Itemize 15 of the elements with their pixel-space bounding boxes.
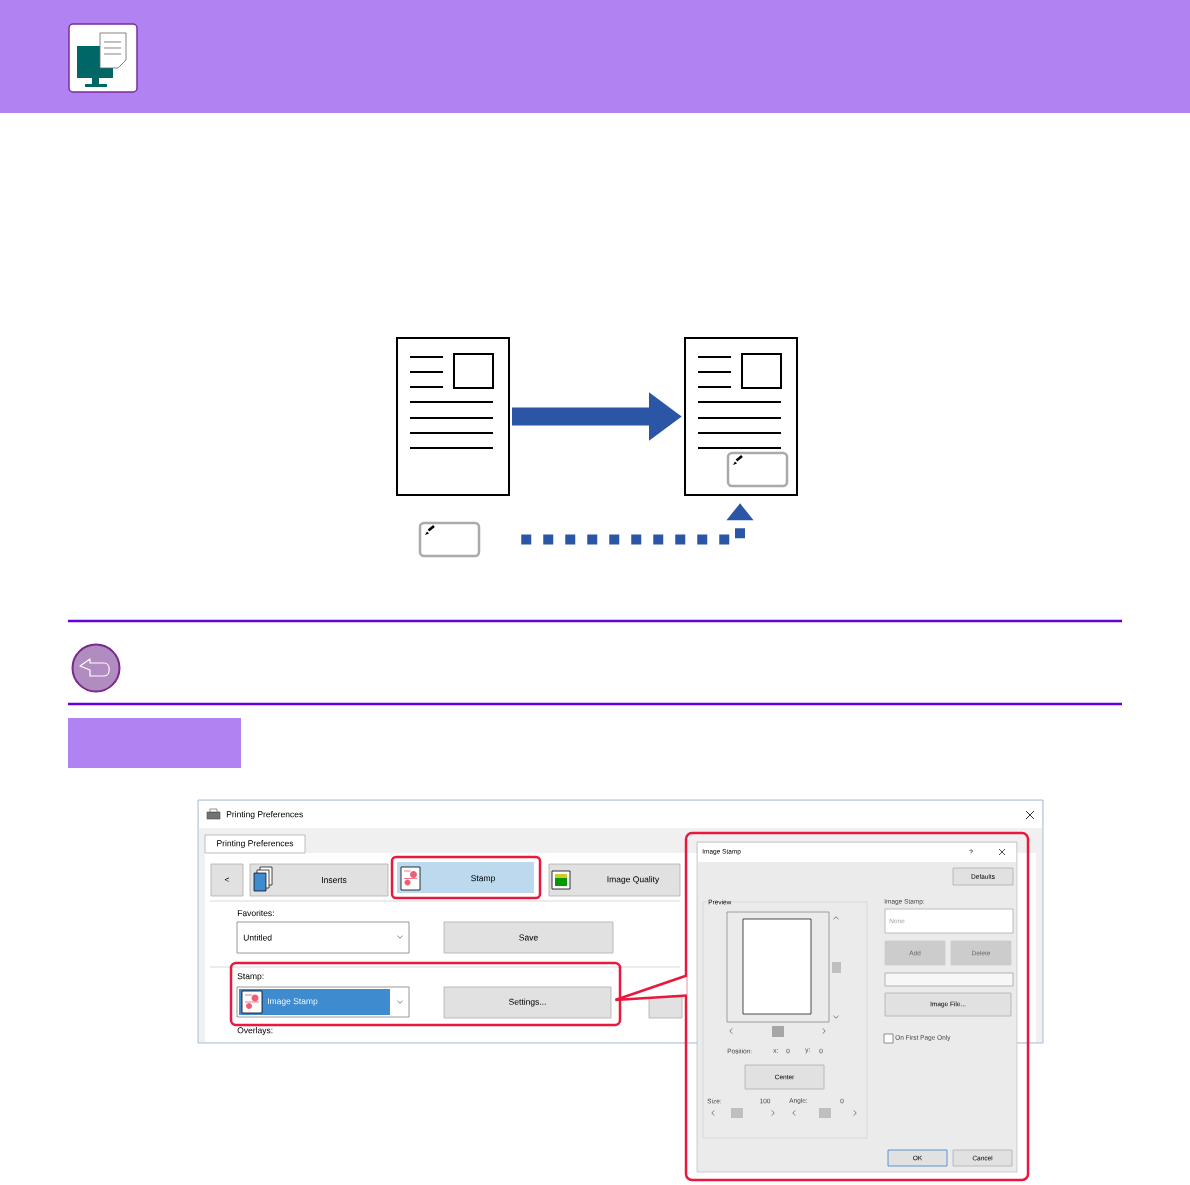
settings-button: Settings... — [443, 986, 612, 1019]
step-banner — [68, 718, 241, 768]
field-label: Stamp: — [237, 973, 264, 981]
callout-pointer — [614, 974, 688, 1002]
window-title: Printing Preferences — [226, 811, 303, 819]
field-label: Favorites: — [237, 909, 274, 917]
dropdown-field: Image Stamp — [236, 986, 410, 1018]
document-drawing — [684, 337, 798, 496]
tab-button: Image Quality — [548, 863, 681, 897]
tab: Printing Preferences — [204, 834, 306, 854]
tab-button: < — [210, 863, 244, 897]
document-drawing — [396, 337, 510, 496]
save-button: Save — [443, 921, 614, 954]
dropdown-field: Untitled — [236, 921, 410, 954]
tab-button: Inserts — [249, 863, 389, 897]
